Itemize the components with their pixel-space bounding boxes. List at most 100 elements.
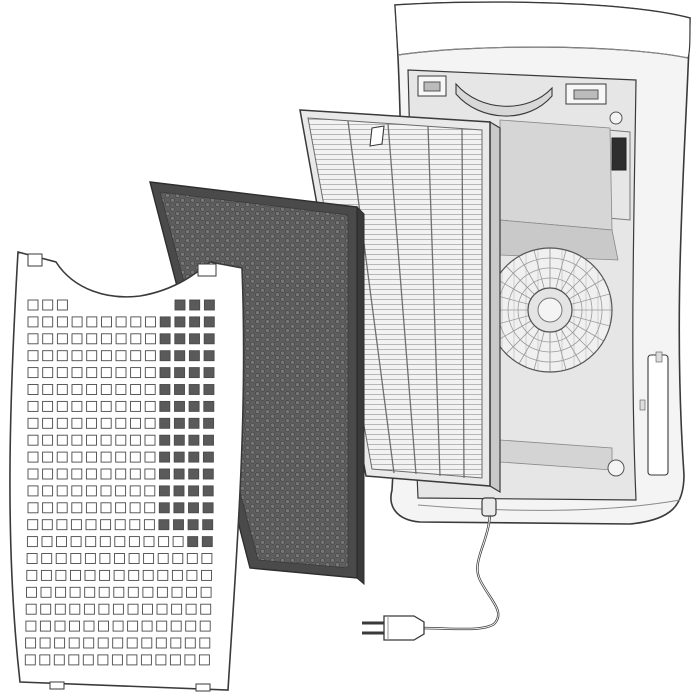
grille-hole bbox=[158, 519, 170, 531]
grille-hole bbox=[174, 384, 185, 395]
grille-hole bbox=[129, 502, 141, 514]
grille-hole bbox=[97, 654, 109, 666]
grille-hole bbox=[188, 502, 199, 514]
front-panel bbox=[9, 250, 245, 692]
grille-hole bbox=[173, 468, 185, 480]
grille-hole bbox=[188, 451, 200, 463]
grille-hole bbox=[159, 400, 171, 412]
grille-hole bbox=[115, 434, 127, 446]
grille-hole bbox=[25, 603, 37, 615]
grille-hole bbox=[100, 468, 112, 480]
grille-hole bbox=[86, 400, 98, 412]
grille-hole bbox=[203, 434, 214, 446]
grille-hole bbox=[100, 434, 112, 446]
grille-hole bbox=[186, 553, 198, 564]
grille-hole bbox=[25, 620, 37, 632]
grille-hole bbox=[56, 536, 67, 548]
grille-hole bbox=[27, 400, 39, 412]
panel-grille-holes bbox=[24, 299, 215, 666]
grille-hole bbox=[39, 637, 51, 649]
grille-hole bbox=[202, 485, 214, 497]
grille-hole bbox=[174, 350, 186, 362]
grille-hole bbox=[173, 502, 185, 514]
grille-hole bbox=[159, 333, 171, 345]
grille-hole bbox=[27, 350, 39, 362]
grille-hole bbox=[155, 637, 167, 649]
grille-hole bbox=[97, 637, 109, 649]
grille-hole bbox=[144, 502, 156, 514]
grille-hole bbox=[115, 400, 127, 412]
grille-hole bbox=[71, 350, 83, 362]
grille-hole bbox=[158, 485, 170, 497]
grille-hole bbox=[41, 519, 53, 531]
grille-hole bbox=[144, 485, 156, 497]
grille-hole bbox=[143, 536, 155, 548]
grille-hole bbox=[71, 468, 83, 480]
grille-hole bbox=[144, 350, 156, 362]
grille-hole bbox=[127, 603, 139, 615]
grille-hole bbox=[114, 553, 125, 564]
grille-hole bbox=[185, 603, 197, 615]
grille-hole bbox=[188, 400, 200, 412]
housing-base bbox=[417, 499, 681, 511]
grille-hole bbox=[70, 536, 82, 548]
grille-hole bbox=[54, 603, 66, 615]
grille-hole bbox=[114, 519, 126, 531]
grille-hole bbox=[115, 468, 127, 480]
grille-hole bbox=[185, 620, 197, 632]
grille-hole bbox=[100, 519, 112, 531]
grille-hole bbox=[203, 417, 215, 429]
grille-hole bbox=[130, 333, 142, 345]
grille-hole bbox=[86, 316, 98, 328]
grille-hole bbox=[27, 434, 39, 446]
grille-hole bbox=[70, 569, 81, 581]
grille-hole bbox=[27, 333, 39, 345]
grille-hole bbox=[54, 620, 66, 632]
handle-recess bbox=[455, 82, 553, 117]
grille-hole bbox=[100, 367, 112, 379]
grille-hole bbox=[56, 400, 68, 412]
grille-hole bbox=[202, 502, 214, 514]
grille-hole bbox=[200, 586, 212, 598]
grille-hole bbox=[27, 451, 39, 463]
grille-hole bbox=[114, 536, 126, 548]
grille-hole bbox=[83, 637, 95, 649]
grille-hole bbox=[187, 519, 199, 531]
grille-hole bbox=[189, 316, 201, 328]
grille-hole bbox=[115, 350, 127, 362]
grille-hole bbox=[188, 485, 200, 497]
grille-hole bbox=[159, 384, 171, 395]
grille-hole bbox=[83, 603, 95, 615]
grille-hole bbox=[56, 519, 68, 531]
grille-hole bbox=[24, 654, 36, 666]
grille-hole bbox=[99, 536, 111, 548]
grille-hole bbox=[84, 569, 96, 581]
grille-hole bbox=[202, 519, 214, 531]
grille-hole bbox=[71, 333, 83, 345]
grille-hole bbox=[143, 553, 155, 564]
grille-hole bbox=[84, 586, 96, 598]
grille-hole bbox=[42, 502, 54, 514]
grille-hole bbox=[174, 400, 185, 412]
grille-hole bbox=[42, 350, 54, 362]
grille-hole bbox=[202, 468, 214, 480]
grille-hole bbox=[98, 620, 109, 632]
sensor-slot bbox=[611, 137, 627, 171]
grille-hole bbox=[69, 620, 80, 632]
grille-hole bbox=[129, 519, 141, 531]
grille-hole bbox=[113, 569, 125, 581]
grille-hole bbox=[158, 502, 170, 514]
grille-hole bbox=[101, 316, 112, 328]
grille-hole bbox=[27, 299, 39, 311]
grille-hole bbox=[70, 553, 82, 564]
grille-hole bbox=[128, 569, 140, 581]
grille-hole bbox=[42, 316, 54, 328]
grille-hole bbox=[198, 654, 210, 666]
grille-hole bbox=[144, 400, 156, 412]
grille-hole bbox=[27, 519, 39, 531]
grille-hole bbox=[115, 333, 127, 345]
grille-hole bbox=[40, 569, 52, 581]
grille-hole bbox=[86, 367, 98, 379]
grille-hole bbox=[42, 400, 54, 412]
grille-hole bbox=[42, 485, 54, 497]
